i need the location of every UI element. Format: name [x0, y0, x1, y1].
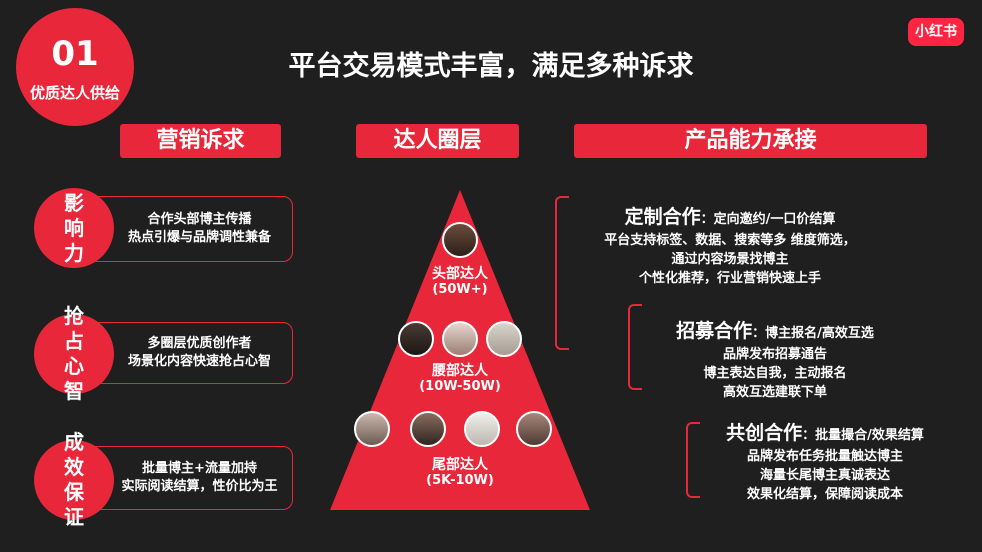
demand-line: 批量博主+流量加持: [142, 461, 257, 476]
bracket-recruit: [628, 304, 642, 390]
capability-line: 效果化结算，保障阅读成本: [746, 487, 903, 502]
demand-label: 抢占心智: [64, 304, 84, 403]
cat-avatar-icon: [464, 411, 500, 447]
avatar-icon: [410, 411, 446, 447]
capability-summary: ：博主报名/高效互选: [752, 326, 874, 341]
capability-cocreate: 共创合作：批量撮合/效果结算 品牌发布任务批量触达博主 海量长尾博主真诚表达 效…: [700, 422, 950, 504]
capability-line: 博主表达自我，主动报名: [703, 366, 847, 381]
capability-name: 共创合作: [726, 422, 803, 444]
demand-line: 热点引爆与品牌调性兼备: [127, 230, 271, 245]
capability-custom: 定制合作：定向邀约/一口价结算 平台支持标签、数据、搜索等多 维度筛选， 通过内…: [575, 206, 885, 288]
capability-name: 定制合作: [624, 206, 701, 228]
header-influencer-tiers: 达人圈层: [356, 124, 519, 158]
page-title: 平台交易模式丰富，满足多种诉求: [288, 51, 694, 82]
tier-range-top: (50W+): [432, 282, 488, 297]
capability-line: 高效互选建联下单: [722, 385, 827, 400]
capability-line: 通过内容场景找博主: [671, 252, 789, 267]
section-badge: 01 优质达人供给: [16, 8, 134, 126]
capability-recruit: 招募合作：博主报名/高效互选 品牌发布招募通告 博主表达自我，主动报名 高效互选…: [650, 320, 900, 402]
capability-summary: ：定向邀约/一口价结算: [700, 212, 836, 227]
tier-range-middle: (10W-50W): [419, 379, 501, 394]
capability-name: 招募合作: [676, 320, 753, 342]
cat-avatar-icon: [486, 321, 522, 357]
capability-line: 品牌发布招募通告: [722, 347, 827, 362]
capability-line: 海量长尾博主真诚表达: [759, 468, 890, 483]
demand-label: 成效保证: [64, 430, 84, 529]
header-marketing-demands: 营销诉求: [120, 124, 281, 158]
demand-circle-effectiveness: 成效保证: [34, 430, 114, 529]
avatar-icon: [442, 321, 478, 357]
demand-line: 实际阅读结算，性价比为王: [121, 479, 278, 494]
demand-label: 影响力: [64, 190, 84, 265]
avatar-icon: [354, 411, 390, 447]
avatar-icon: [398, 321, 434, 357]
capability-line: 个性化推荐，行业营销快速上手: [638, 271, 821, 286]
section-number: 01: [51, 34, 99, 74]
capability-summary: ：批量撮合/效果结算: [802, 428, 924, 443]
bracket-custom: [555, 196, 569, 350]
tier-name-middle: 腰部达人: [432, 363, 488, 379]
avatar-icon: [516, 411, 552, 447]
tier-range-bottom: (5K-10W): [426, 473, 494, 488]
demand-line: 场景化内容快速抢占心智: [127, 354, 271, 369]
header-product-capabilities: 产品能力承接: [574, 124, 927, 158]
demand-circle-influence: 影响力: [34, 188, 114, 268]
demand-circle-mindshare: 抢占心智: [34, 304, 114, 403]
tier-name-bottom: 尾部达人: [432, 457, 488, 473]
section-label: 优质达人供给: [29, 84, 120, 102]
avatar-icon: [442, 222, 478, 258]
demand-line: 多圈层优质创作者: [147, 336, 252, 351]
capability-line: 品牌发布任务批量触达博主: [746, 449, 903, 464]
bracket-cocreate: [686, 422, 700, 498]
demand-line: 合作头部博主传播: [147, 212, 252, 227]
tier-name-top: 头部达人: [432, 266, 488, 282]
demand-box-influence: 合作头部博主传播 热点引爆与品牌调性兼备: [80, 196, 293, 262]
xiaohongshu-logo: 小红书: [908, 18, 964, 46]
capability-line: 平台支持标签、数据、搜索等多 维度筛选，: [604, 233, 856, 248]
